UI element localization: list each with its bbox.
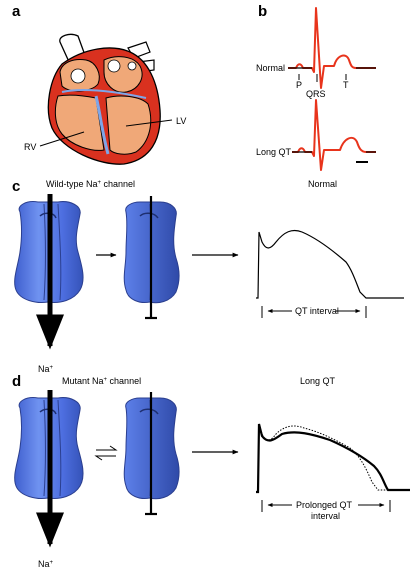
wild-type-title: Wild-type Na+ channel [46,179,135,189]
long-qt-action-potential [256,423,410,512]
prolonged-qt-label-line2: interval [311,511,340,521]
lv-label: LV [176,116,186,126]
panel-label-c: c [12,178,20,195]
heart-illustration [39,33,173,165]
ecg-p-label: P [296,80,302,90]
ecg-qrs-label: QRS [306,89,326,99]
rv-label: RV [24,142,36,152]
ecg-normal-trace [288,7,376,89]
ecg-normal-label: Normal [256,63,285,73]
normal-trace-title: Normal [308,179,337,189]
mutant-title: Mutant Na+ channel [62,376,141,386]
ecg-long-qt-label: Long QT [256,147,292,157]
normal-action-potential [256,229,404,318]
qt-interval-label: QT interval [295,306,339,316]
ecg-t-label: T [343,80,349,90]
prolonged-qt-label-line1: Prolonged QT [296,500,353,510]
equilibrium-arrows-d [94,445,118,461]
panel-label-d: d [12,373,21,390]
wild-type-ion-label: Na+ [38,364,54,374]
panel-label-a: a [12,3,21,20]
long-qt-trace-title: Long QT [300,376,336,386]
ecg-long-qt-trace [292,99,376,171]
mutant-ion-label: Na+ [38,559,54,569]
panel-label-b: b [258,3,267,20]
